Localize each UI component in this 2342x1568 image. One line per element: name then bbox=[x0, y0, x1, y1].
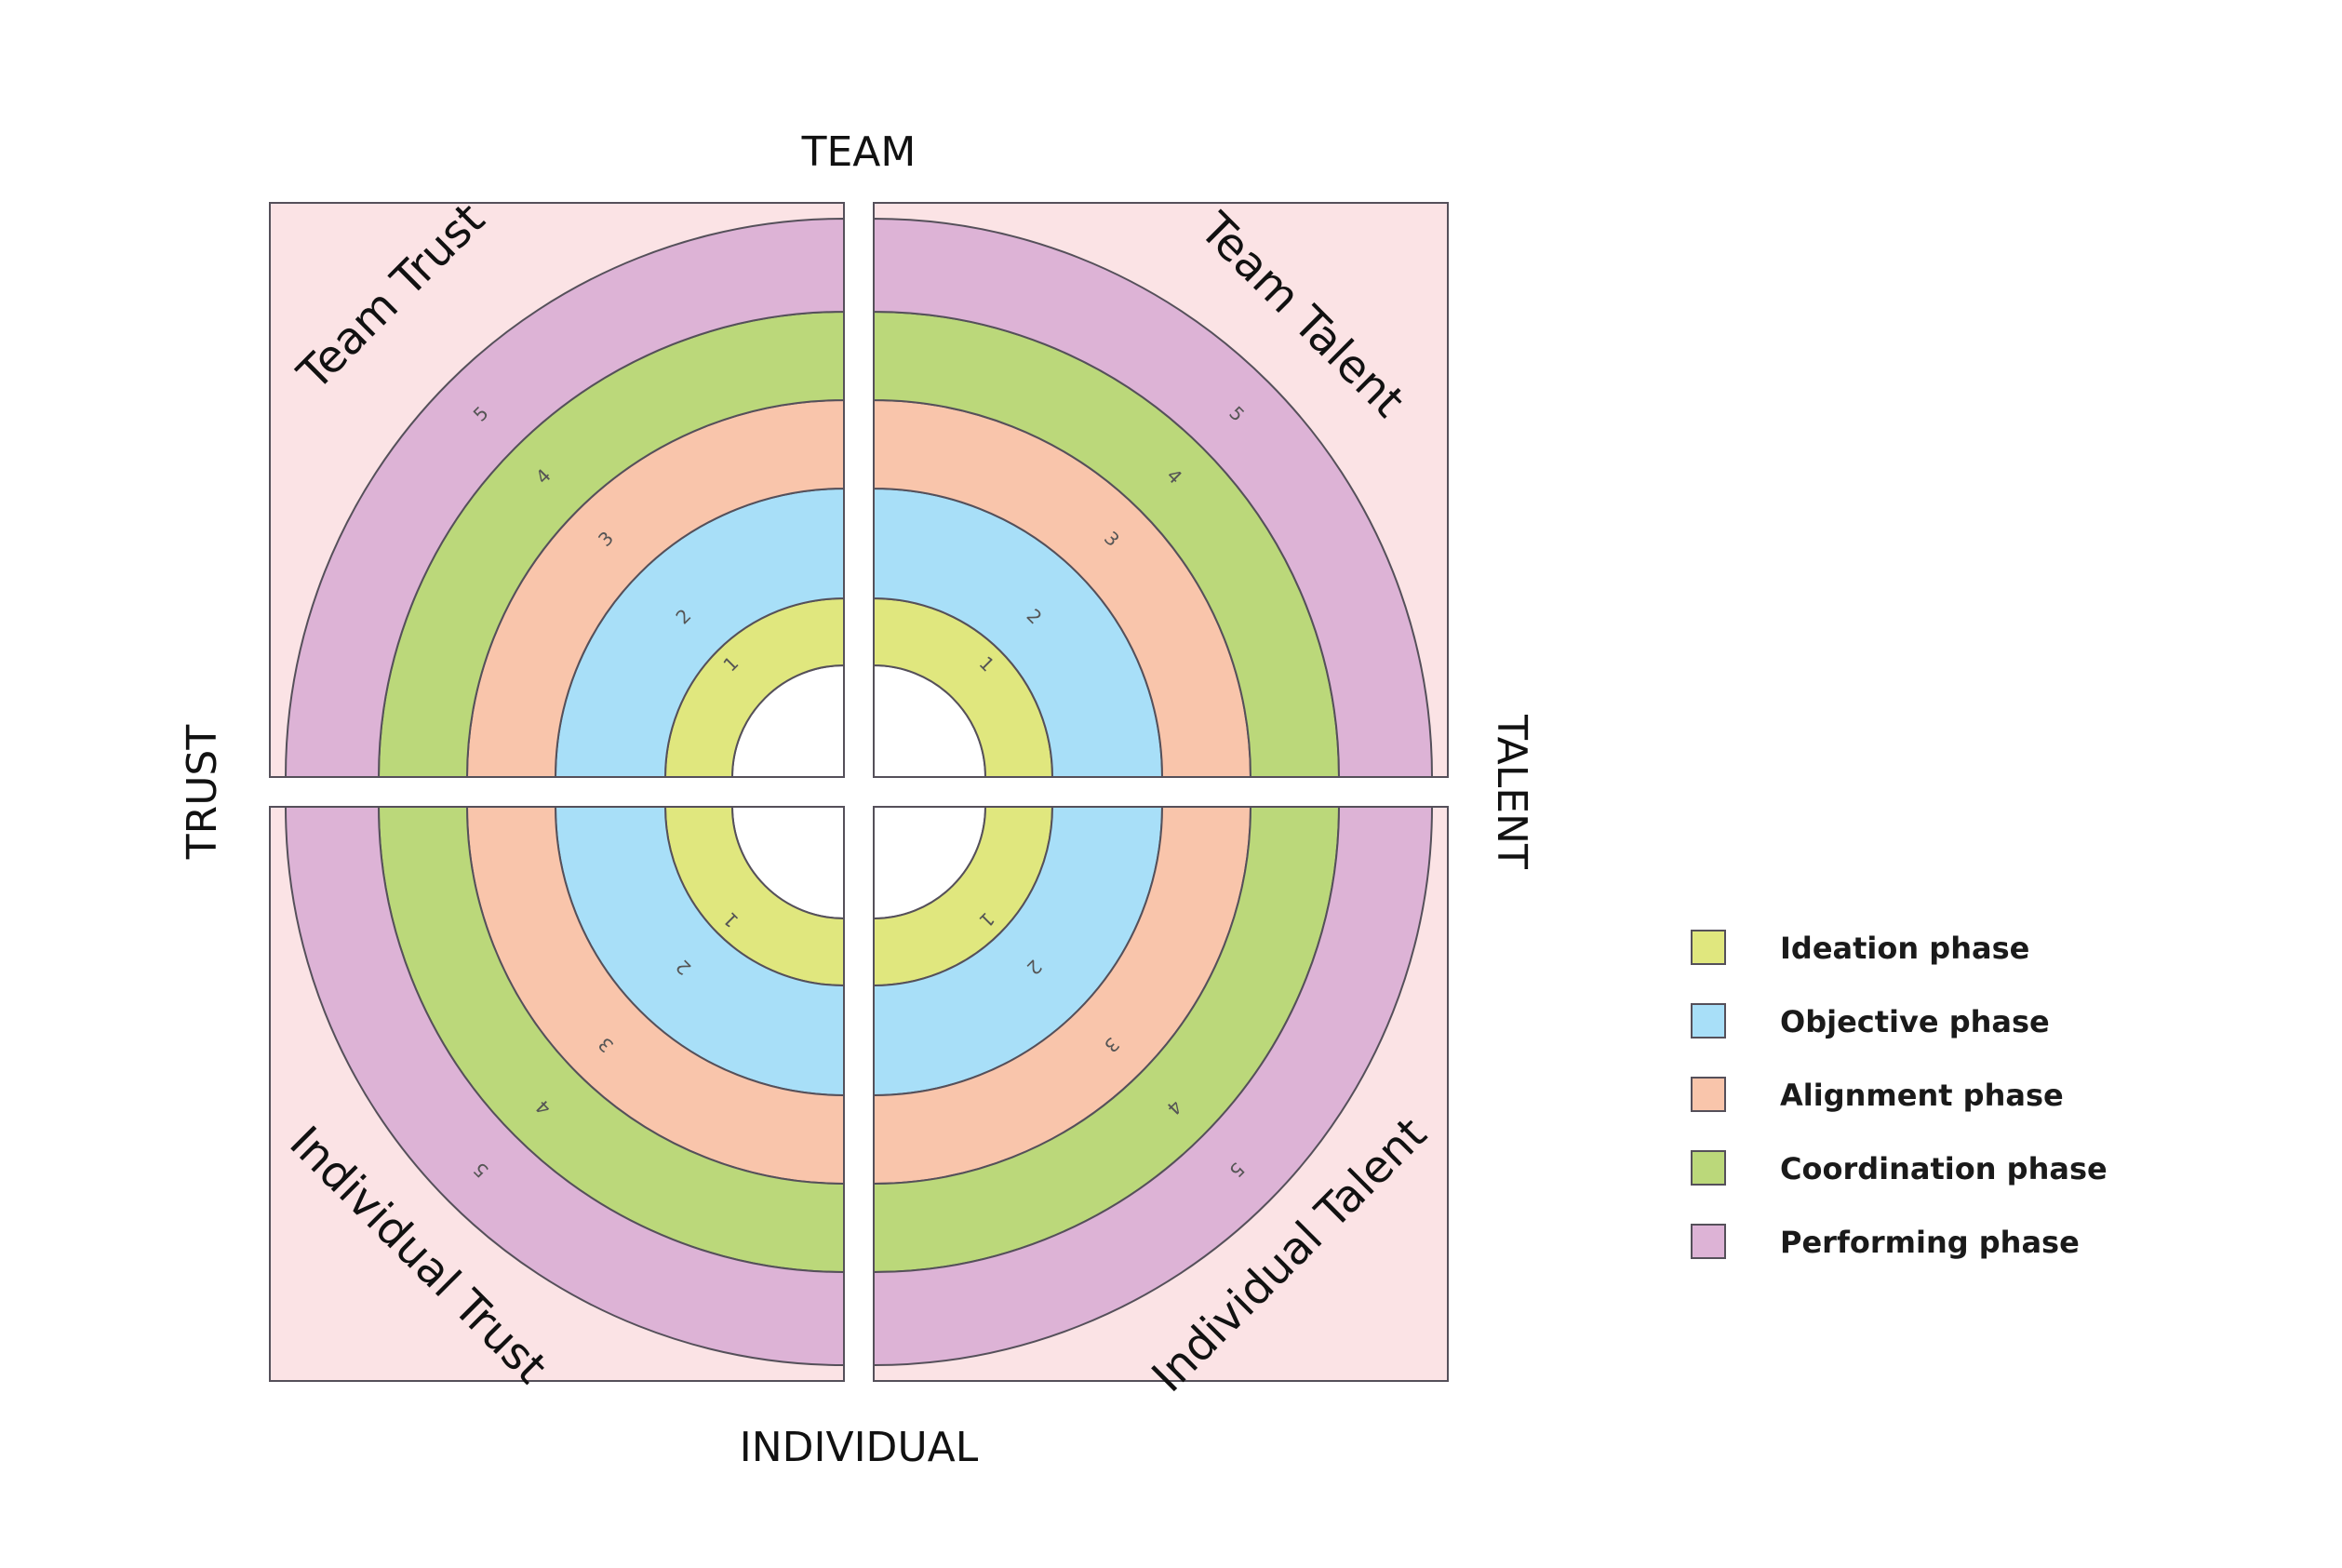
axis-label-individual: INDIVIDUAL bbox=[740, 1424, 979, 1471]
legend-swatch-coordination bbox=[1691, 1150, 1726, 1186]
legend-item-performing: Performing phase bbox=[1691, 1224, 2080, 1260]
ring-5-br bbox=[873, 806, 1434, 1367]
legend-swatch-performing bbox=[1691, 1224, 1726, 1259]
legend-swatch-alignment bbox=[1691, 1077, 1726, 1112]
legend-label-coordination: Coordination phase bbox=[1780, 1151, 2108, 1186]
ring-5-tl bbox=[284, 217, 845, 778]
ring-5-bl bbox=[284, 806, 845, 1367]
legend-swatch-ideation bbox=[1691, 930, 1726, 965]
legend-label-performing: Performing phase bbox=[1780, 1225, 2080, 1260]
legend-label-ideation: Ideation phase bbox=[1780, 931, 2029, 966]
ring-5-tr bbox=[873, 217, 1434, 778]
rings-layer bbox=[284, 217, 1434, 1367]
legend-item-alignment: Alignment phase bbox=[1691, 1077, 2064, 1113]
legend-item-ideation: Ideation phase bbox=[1691, 930, 2029, 966]
legend-item-objective: Objective phase bbox=[1691, 1003, 2050, 1039]
axis-label-talent: TALENT bbox=[1488, 714, 1535, 869]
axis-label-team: TEAM bbox=[801, 128, 917, 176]
legend: Ideation phase Objective phase Alignment… bbox=[1691, 930, 2108, 1260]
legend-item-coordination: Coordination phase bbox=[1691, 1150, 2108, 1186]
legend-label-alignment: Alignment phase bbox=[1780, 1078, 2064, 1113]
legend-label-objective: Objective phase bbox=[1780, 1004, 2050, 1039]
axis-label-trust: TRUST bbox=[179, 725, 226, 861]
legend-swatch-objective bbox=[1691, 1003, 1726, 1039]
